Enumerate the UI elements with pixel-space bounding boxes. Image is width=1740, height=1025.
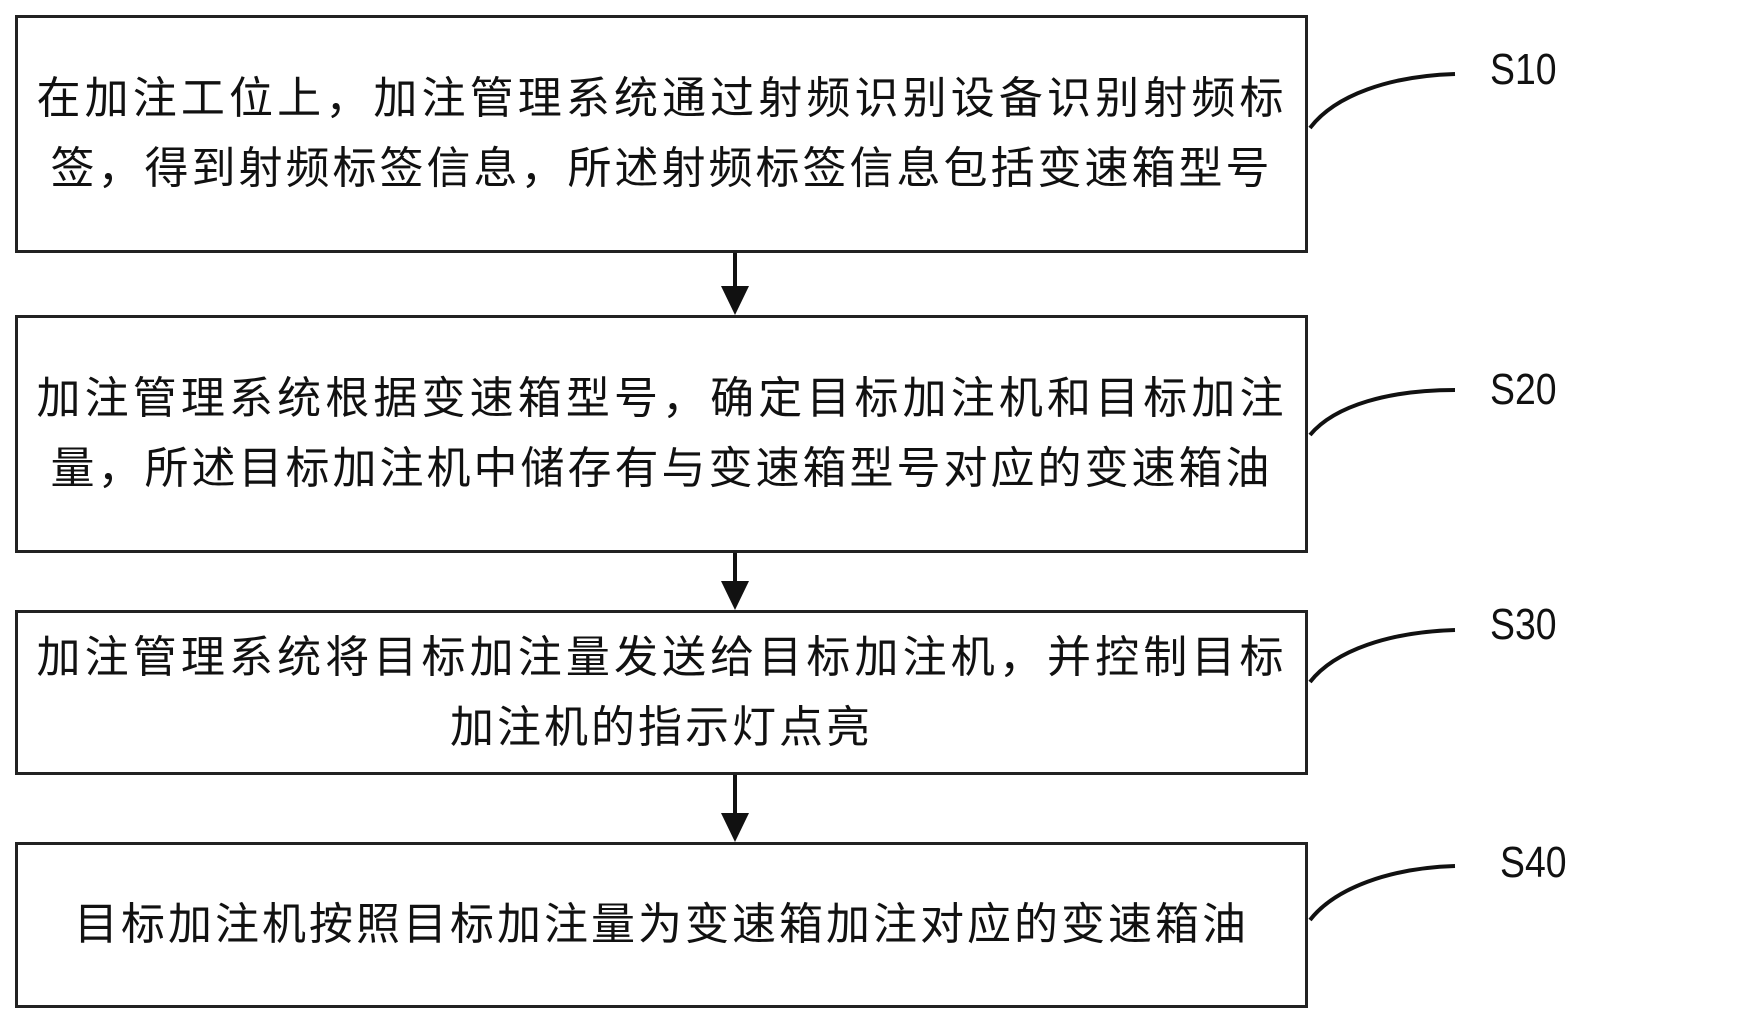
step-box-s40: 目标加注机按照目标加注量为变速箱加注对应的变速箱油 — [15, 842, 1308, 1008]
step-text-s40: 目标加注机按照目标加注量为变速箱加注对应的变速箱油 — [74, 899, 1249, 950]
step-text-s30: 加注管理系统将目标加注量发送给目标加注机，并控制目标加注机的指示灯点亮 — [36, 631, 1287, 753]
step-text-s20: 加注管理系统根据变速箱型号，确定目标加注机和目标加注量，所述目标加注机中储存有与… — [36, 373, 1287, 494]
leader-line-s40 — [1308, 864, 1456, 922]
leader-line-s30 — [1308, 628, 1456, 684]
step-text-s10: 在加注工位上，加注管理系统通过射频识别设备识别射频标签，得到射频标签信息，所述射… — [36, 73, 1287, 194]
arrow-s20-to-s30 — [721, 553, 749, 610]
step-label-s40: S40 — [1500, 838, 1567, 887]
arrow-s10-to-s20 — [721, 253, 749, 315]
step-box-s10: 在加注工位上，加注管理系统通过射频识别设备识别射频标签，得到射频标签信息，所述射… — [15, 15, 1308, 253]
step-box-s30: 加注管理系统将目标加注量发送给目标加注机，并控制目标加注机的指示灯点亮 — [15, 610, 1308, 775]
step-label-s10: S10 — [1490, 45, 1557, 94]
step-label-s30: S30 — [1490, 600, 1557, 649]
leader-line-s20 — [1308, 388, 1456, 437]
step-label-s20: S20 — [1490, 365, 1557, 414]
leader-line-s10 — [1308, 72, 1456, 130]
arrow-s30-to-s40 — [721, 775, 749, 842]
step-box-s20: 加注管理系统根据变速箱型号，确定目标加注机和目标加注量，所述目标加注机中储存有与… — [15, 315, 1308, 553]
